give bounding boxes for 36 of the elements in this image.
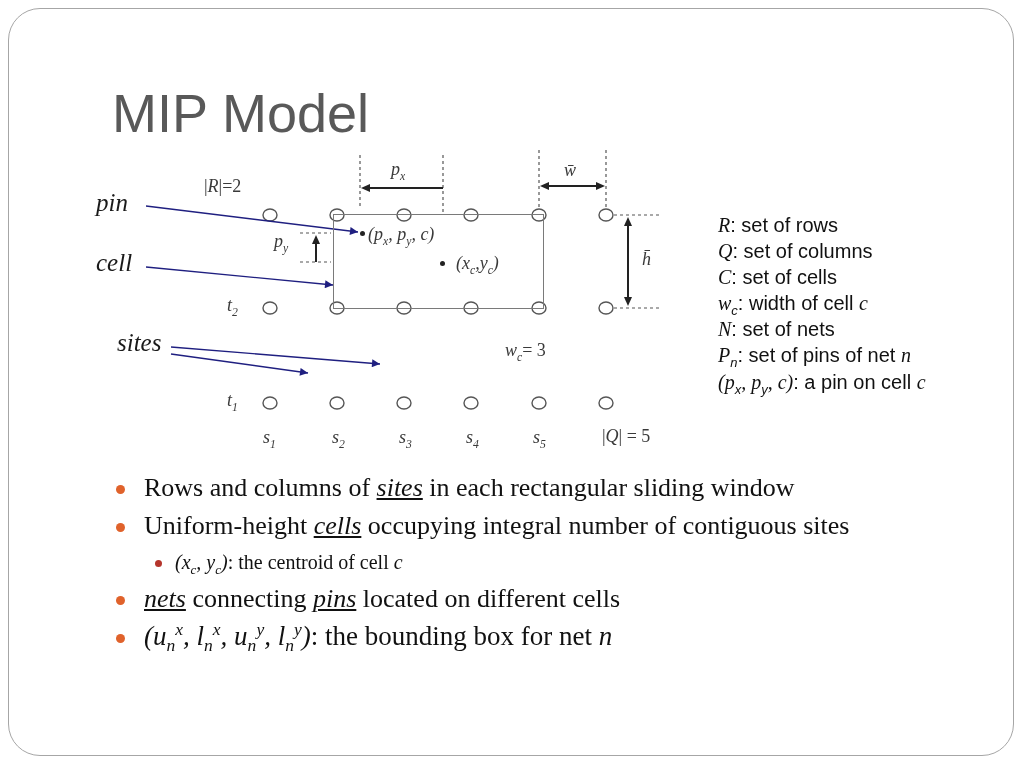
leader-arrow [170, 346, 381, 368]
dimension-label: h̄ [642, 249, 651, 270]
count-label: |R|=2 [204, 176, 242, 197]
bullet-text: (u$_{n}$$^{x}$, l$_{n}$$^{x}$, u$_{n}$$^{y}$, l$_{n}$$^{y}$): the bounding box for net n [144, 621, 613, 653]
centroid-dot [440, 261, 445, 266]
row-label: t$_{1}$ [227, 390, 238, 411]
slide-title: MIP Model [112, 84, 370, 144]
key-text: P$_{n}$: set of pins of net n [718, 344, 911, 367]
callout-label: sites [117, 329, 162, 358]
leader-arrow [145, 266, 334, 289]
column-label: s$_{1}$ [263, 427, 276, 448]
callout-label: pin [96, 189, 128, 218]
callout-label: cell [96, 249, 133, 278]
column-label: s$_{4}$ [466, 427, 479, 448]
key-text: w$_{c}$: width of cell c [718, 292, 868, 315]
column-label: s$_{5}$ [533, 427, 546, 448]
key-text: Q: set of columns [718, 240, 873, 263]
bullet-text: Rows and columns of sites in each rectangular sliding window [144, 473, 795, 503]
column-label: s$_{2}$ [332, 427, 345, 448]
key-text: C: set of cells [718, 266, 837, 289]
bullet-text: Uniform-height cells occupying integral number of contiguous sites [144, 511, 850, 541]
leader-arrow [170, 353, 309, 376]
dimension-label: p$_{x}$ [391, 159, 406, 180]
coordinate-label: (x$_{c}$,y$_{c}$) [456, 253, 499, 274]
count-label: |Q| = 5 [602, 426, 651, 447]
point-dot [360, 231, 365, 236]
leader-arrow [145, 205, 359, 235]
bullet-text: nets connecting pins located on different cells [144, 584, 621, 614]
key-text: R: set of rows [718, 214, 839, 237]
key-text: N: set of nets [718, 318, 835, 341]
width-label: w$_{c}$= 3 [505, 340, 546, 361]
dimension-label: w̄ [564, 160, 576, 181]
block-rectangle [333, 214, 544, 309]
column-label: s$_{3}$ [399, 427, 412, 448]
bullet-text: (x$_{c}$, y$_{c}$): the centroid of cell c [175, 551, 403, 574]
row-label: t$_{2}$ [227, 295, 238, 316]
